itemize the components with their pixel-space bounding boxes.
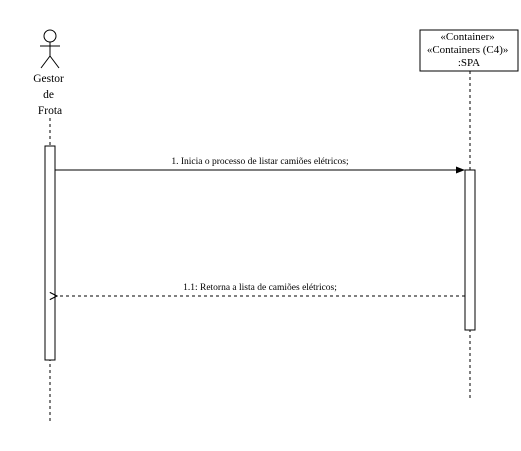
container-activation-bar [464, 169, 476, 331]
actor-label: Gestor de Frota [33, 73, 67, 117]
container-label: «Container» «Containers (C4)» :SPA [427, 31, 511, 69]
actor-activation-bar [44, 145, 56, 361]
message-1-label: 1. Inicia o processo de listar camiões e… [171, 157, 348, 167]
actor-participant: Gestor de Frota [33, 29, 67, 117]
message-1: 1. Inicia o processo de listar camiões e… [55, 157, 465, 174]
message-2: 1.1: Retorna a lista de camiões elétrico… [57, 283, 465, 296]
container-participant: «Container» «Containers (C4)» :SPA [419, 29, 519, 72]
stick-figure-icon [40, 29, 60, 69]
message-2-label: 1.1: Retorna a lista de camiões elétrico… [183, 283, 337, 293]
container-box [419, 29, 519, 72]
